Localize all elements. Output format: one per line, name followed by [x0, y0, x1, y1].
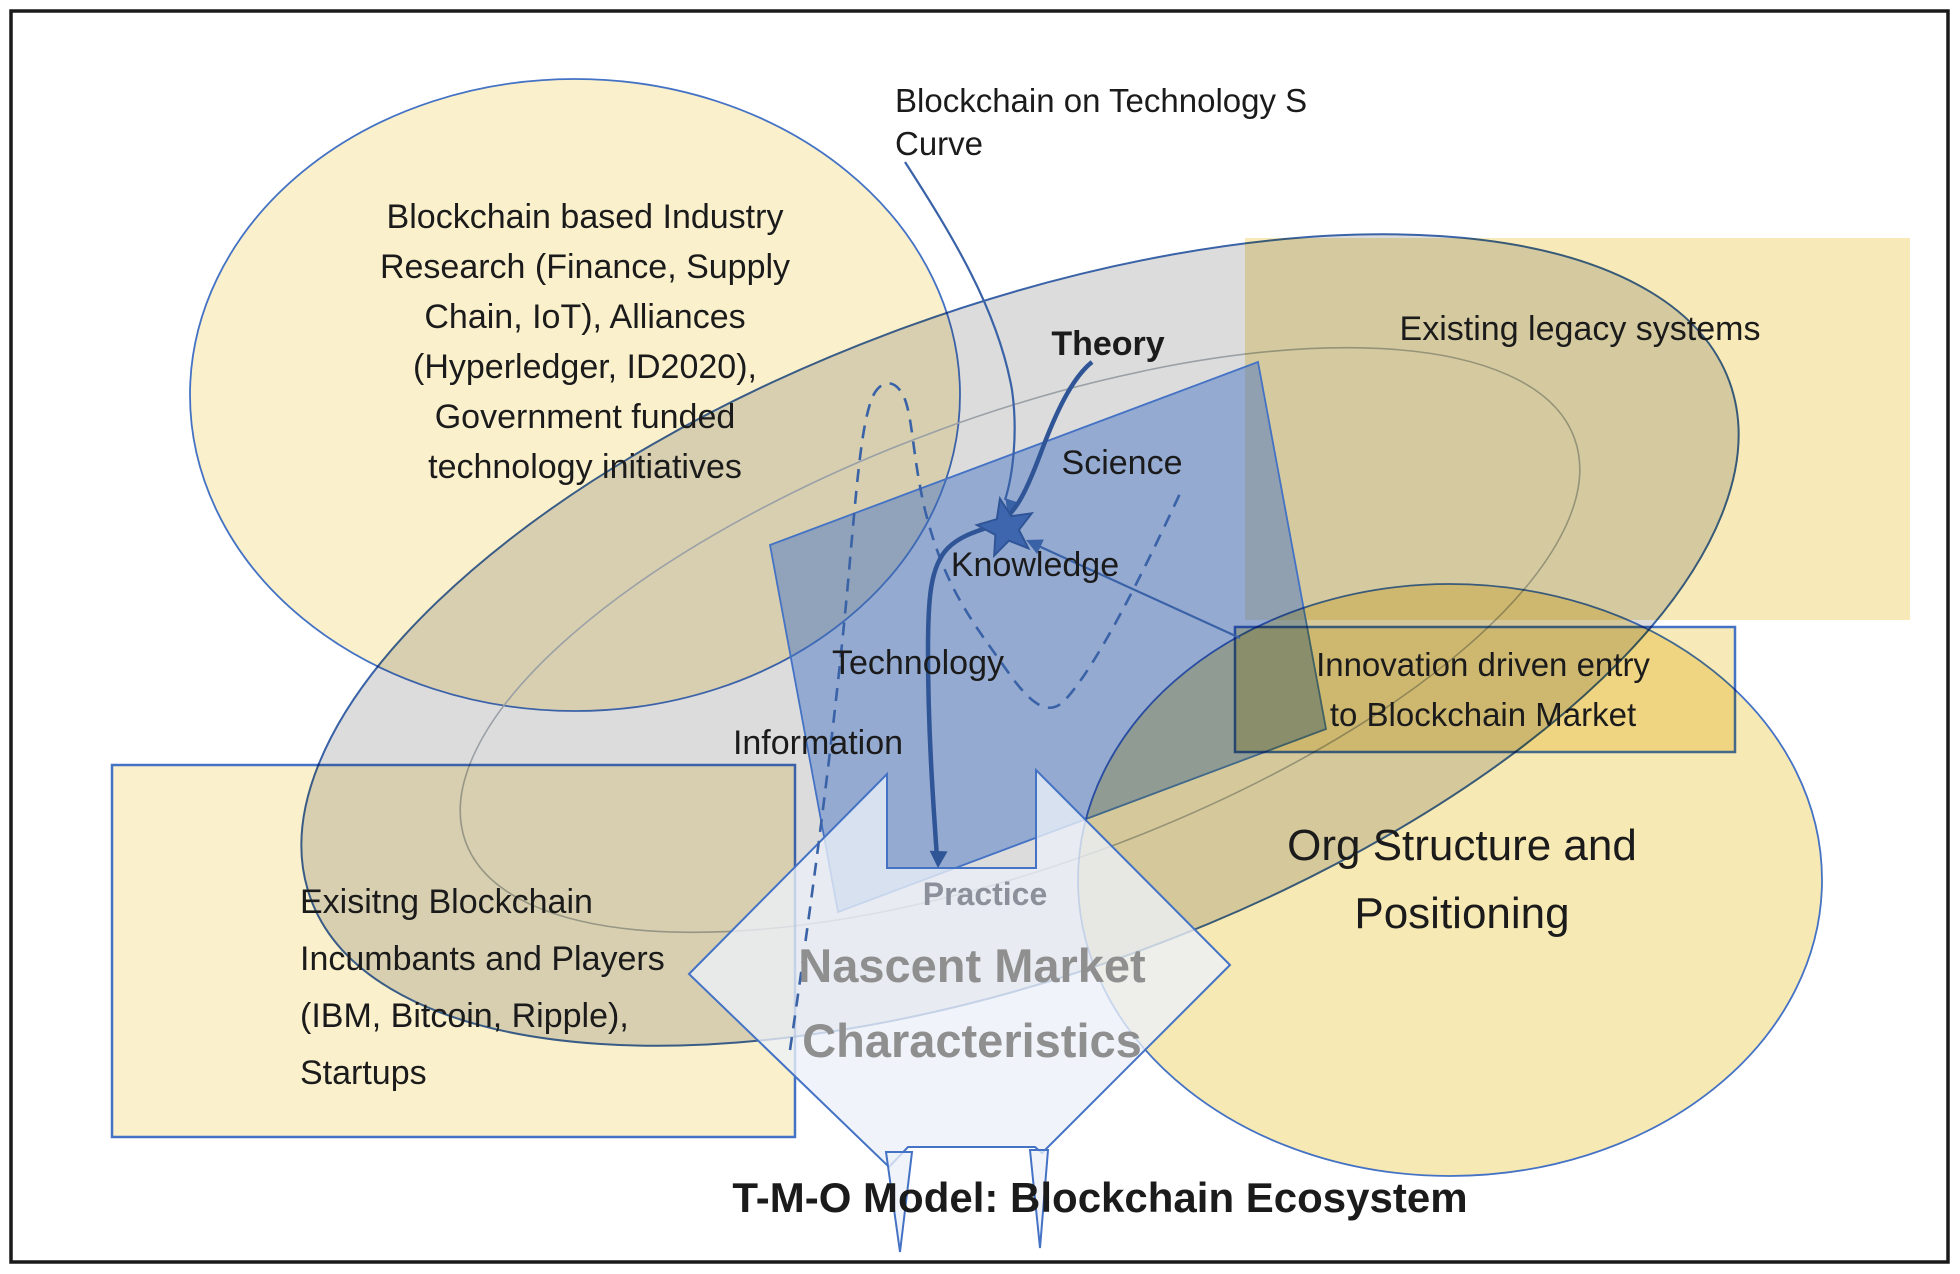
legacy-systems-label: Existing legacy systems: [1400, 310, 1761, 348]
stage-knowledge: Knowledge: [951, 546, 1119, 584]
research-line: Blockchain based Industry: [387, 198, 784, 236]
incumbents-line: Startups: [300, 1054, 427, 1092]
arrow-bottom-right-spike: [1028, 1149, 1050, 1249]
innovation-pointer-arrowhead-icon: [1026, 539, 1044, 555]
s-curve-label: Blockchain on Technology S Curve: [895, 82, 1307, 162]
innovation-box-line2: to Blockchain Market: [1330, 696, 1636, 733]
stage-technology: Technology: [832, 644, 1004, 682]
diagram-frame: [9, 9, 1950, 1264]
stage-practice: Practice: [923, 876, 1048, 912]
s-curve-bottom-arrowhead-icon: [929, 850, 948, 868]
stage-information: Information: [733, 724, 903, 762]
org-structure-line2: Positioning: [1354, 889, 1569, 938]
diagram-title: T-M-O Model: Blockchain Ecosystem: [732, 1174, 1467, 1221]
innovation-box: [1233, 625, 1737, 754]
research-line: Chain, IoT), Alliances: [424, 298, 745, 336]
stage-science: Science: [1062, 444, 1183, 482]
label-pointer-line: [904, 161, 1016, 501]
innovation-pointer-line: [1031, 541, 1241, 640]
s-curve-label-line1: Blockchain on Technology S: [895, 82, 1307, 119]
incumbents-line: (IBM, Bitcoin, Ripple),: [300, 997, 629, 1035]
research-line: Research (Finance, Supply: [380, 248, 790, 286]
s-curve-label-line2: Curve: [895, 125, 983, 162]
hype-cycle-dashed-curve: [788, 382, 1185, 1051]
innovation-box-line1: Innovation driven entry: [1316, 646, 1650, 683]
nascent-market-line2: Characteristics: [802, 1014, 1142, 1067]
technology-s-curve: [925, 360, 1094, 859]
stage-theory: Theory: [1051, 325, 1164, 363]
incumbents-line: Exisitng Blockchain: [300, 883, 593, 921]
research-line: Government funded: [435, 398, 736, 436]
arrow-bottom-left-spike: [884, 1151, 914, 1253]
legacy-systems-rect: [1245, 238, 1910, 620]
incumbents-line: Incumbants and Players: [300, 940, 665, 978]
incumbents-rect: [110, 763, 797, 1139]
org-structure-line1: Org Structure and: [1287, 821, 1637, 870]
nascent-market-line1: Nascent Market: [798, 939, 1146, 992]
research-line: technology initiatives: [428, 448, 742, 486]
incumbents-text: Exisitng Blockchain Incumbants and Playe…: [300, 883, 665, 1092]
star-icon: [974, 495, 1035, 559]
nascent-market-arrow-shape: [687, 767, 1232, 1253]
research-line: (Hyperledger, ID2020),: [413, 348, 757, 386]
research-ellipse-text: Blockchain based Industry Research (Fina…: [380, 198, 790, 486]
